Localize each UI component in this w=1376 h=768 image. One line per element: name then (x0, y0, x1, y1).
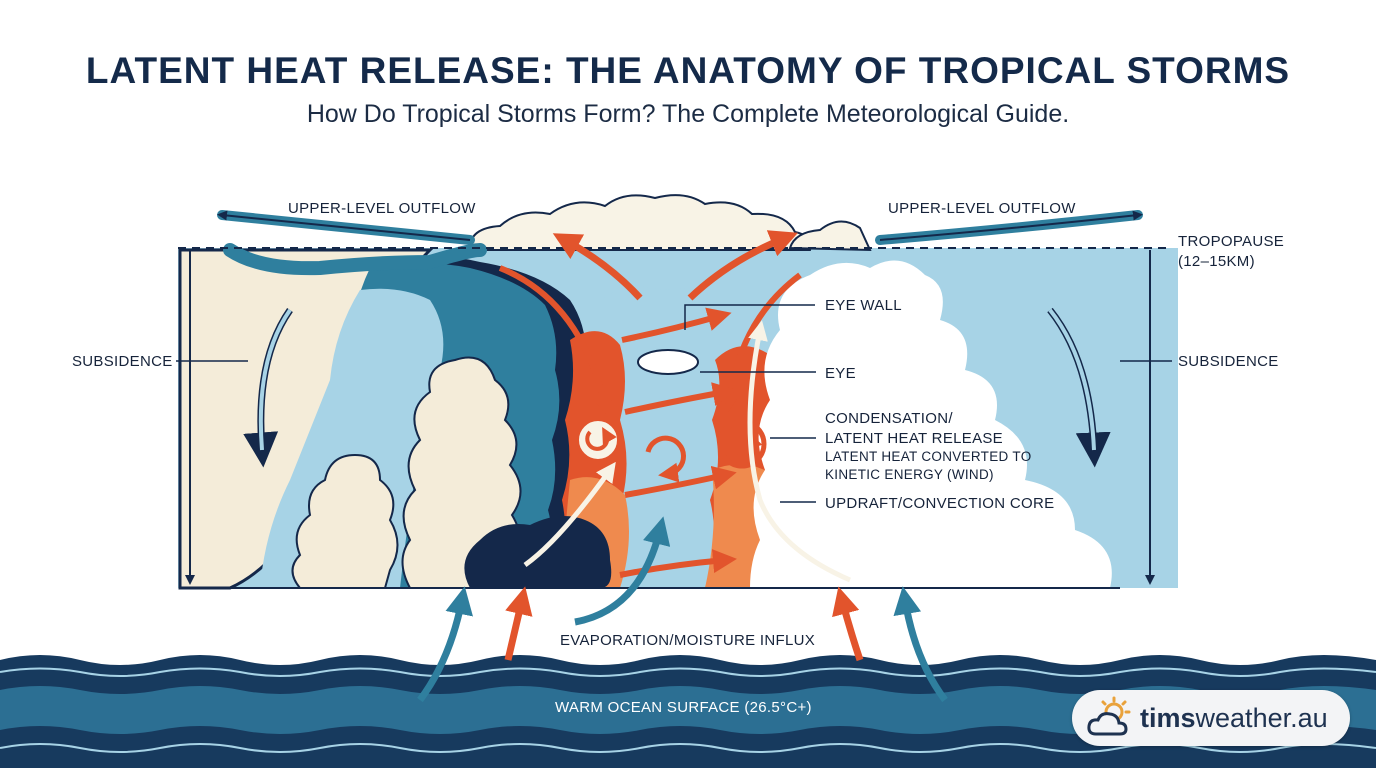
ocean-label: WARM OCEAN SURFACE (26.5°C+) (555, 699, 812, 716)
top-cloud-right (788, 220, 872, 252)
subsidence-arrow-right-inner (1048, 308, 1096, 451)
outflow-left-label: UPPER-LEVEL OUTFLOW (288, 200, 476, 217)
subsidence-right-label: SUBSIDENCE (1178, 353, 1279, 370)
upper-outflow-band-left (223, 243, 487, 276)
brand-badge[interactable]: timsweather.au (1072, 690, 1350, 746)
updraft-label: UPDRAFT/CONVECTION CORE (825, 495, 1054, 512)
eye-wall-leader (684, 304, 815, 330)
swirl-center (645, 435, 686, 483)
moisture-arrow-3 (574, 516, 671, 626)
updraft-arrow-top-right (687, 230, 798, 301)
ocean (0, 655, 1376, 768)
updraft-arrow-top-left (552, 233, 643, 301)
flow-arrow-3 (624, 465, 737, 498)
moisture-arrow-2 (504, 586, 533, 661)
outflow-right-label: UPPER-LEVEL OUTFLOW (888, 200, 1076, 217)
left-small-cloud (291, 453, 399, 589)
top-cloud (469, 194, 812, 251)
flow-arrow-4 (619, 549, 737, 578)
conversion-label-1: LATENT HEAT CONVERTED TO (825, 449, 1032, 464)
descent-arrow-left (498, 265, 614, 417)
right-white-cloud (750, 260, 1112, 588)
condensation-label-1: CONDENSATION/ (825, 410, 953, 427)
cream-updraft-right (747, 320, 851, 583)
flow-arrow-2 (624, 382, 737, 415)
flow-arrow-1 (621, 307, 732, 343)
tropopause-label: TROPOPAUSE (1178, 233, 1284, 250)
eye-wall-label: EYE WALL (825, 297, 902, 314)
outflow-arrow-left-outline (217, 210, 471, 241)
eye-label: EYE (825, 365, 856, 382)
moisture-arrow-4 (832, 586, 864, 662)
eye-oval (637, 349, 699, 375)
swirl-left (573, 415, 623, 465)
page-subtitle: How Do Tropical Storms Form? The Complet… (306, 100, 1070, 128)
tropopause-height-label: (12–15KM) (1178, 253, 1255, 270)
outflow-arrow-right-outline (879, 210, 1143, 241)
sun-cloud-icon (1087, 696, 1131, 736)
brand-name: timsweather.au (1140, 702, 1328, 733)
left-storm-skyband (260, 288, 444, 588)
subsidence-arrow-left-inner (258, 308, 292, 451)
conversion-label-2: KINETIC ENERGY (WIND) (825, 467, 994, 482)
cream-updraft-left (523, 461, 616, 568)
moisture-arrow-1 (417, 586, 473, 703)
evaporation-label: EVAPORATION/MOISTURE INFLUX (560, 632, 815, 649)
subsidence-left-label: SUBSIDENCE (72, 353, 173, 370)
page-title: LATENT HEAT RELEASE: THE ANATOMY OF TROP… (85, 50, 1291, 91)
left-cream-tower (401, 356, 522, 589)
moisture-arrow-5 (893, 586, 948, 703)
condensation-label-2: LATENT HEAT RELEASE (825, 430, 1003, 447)
